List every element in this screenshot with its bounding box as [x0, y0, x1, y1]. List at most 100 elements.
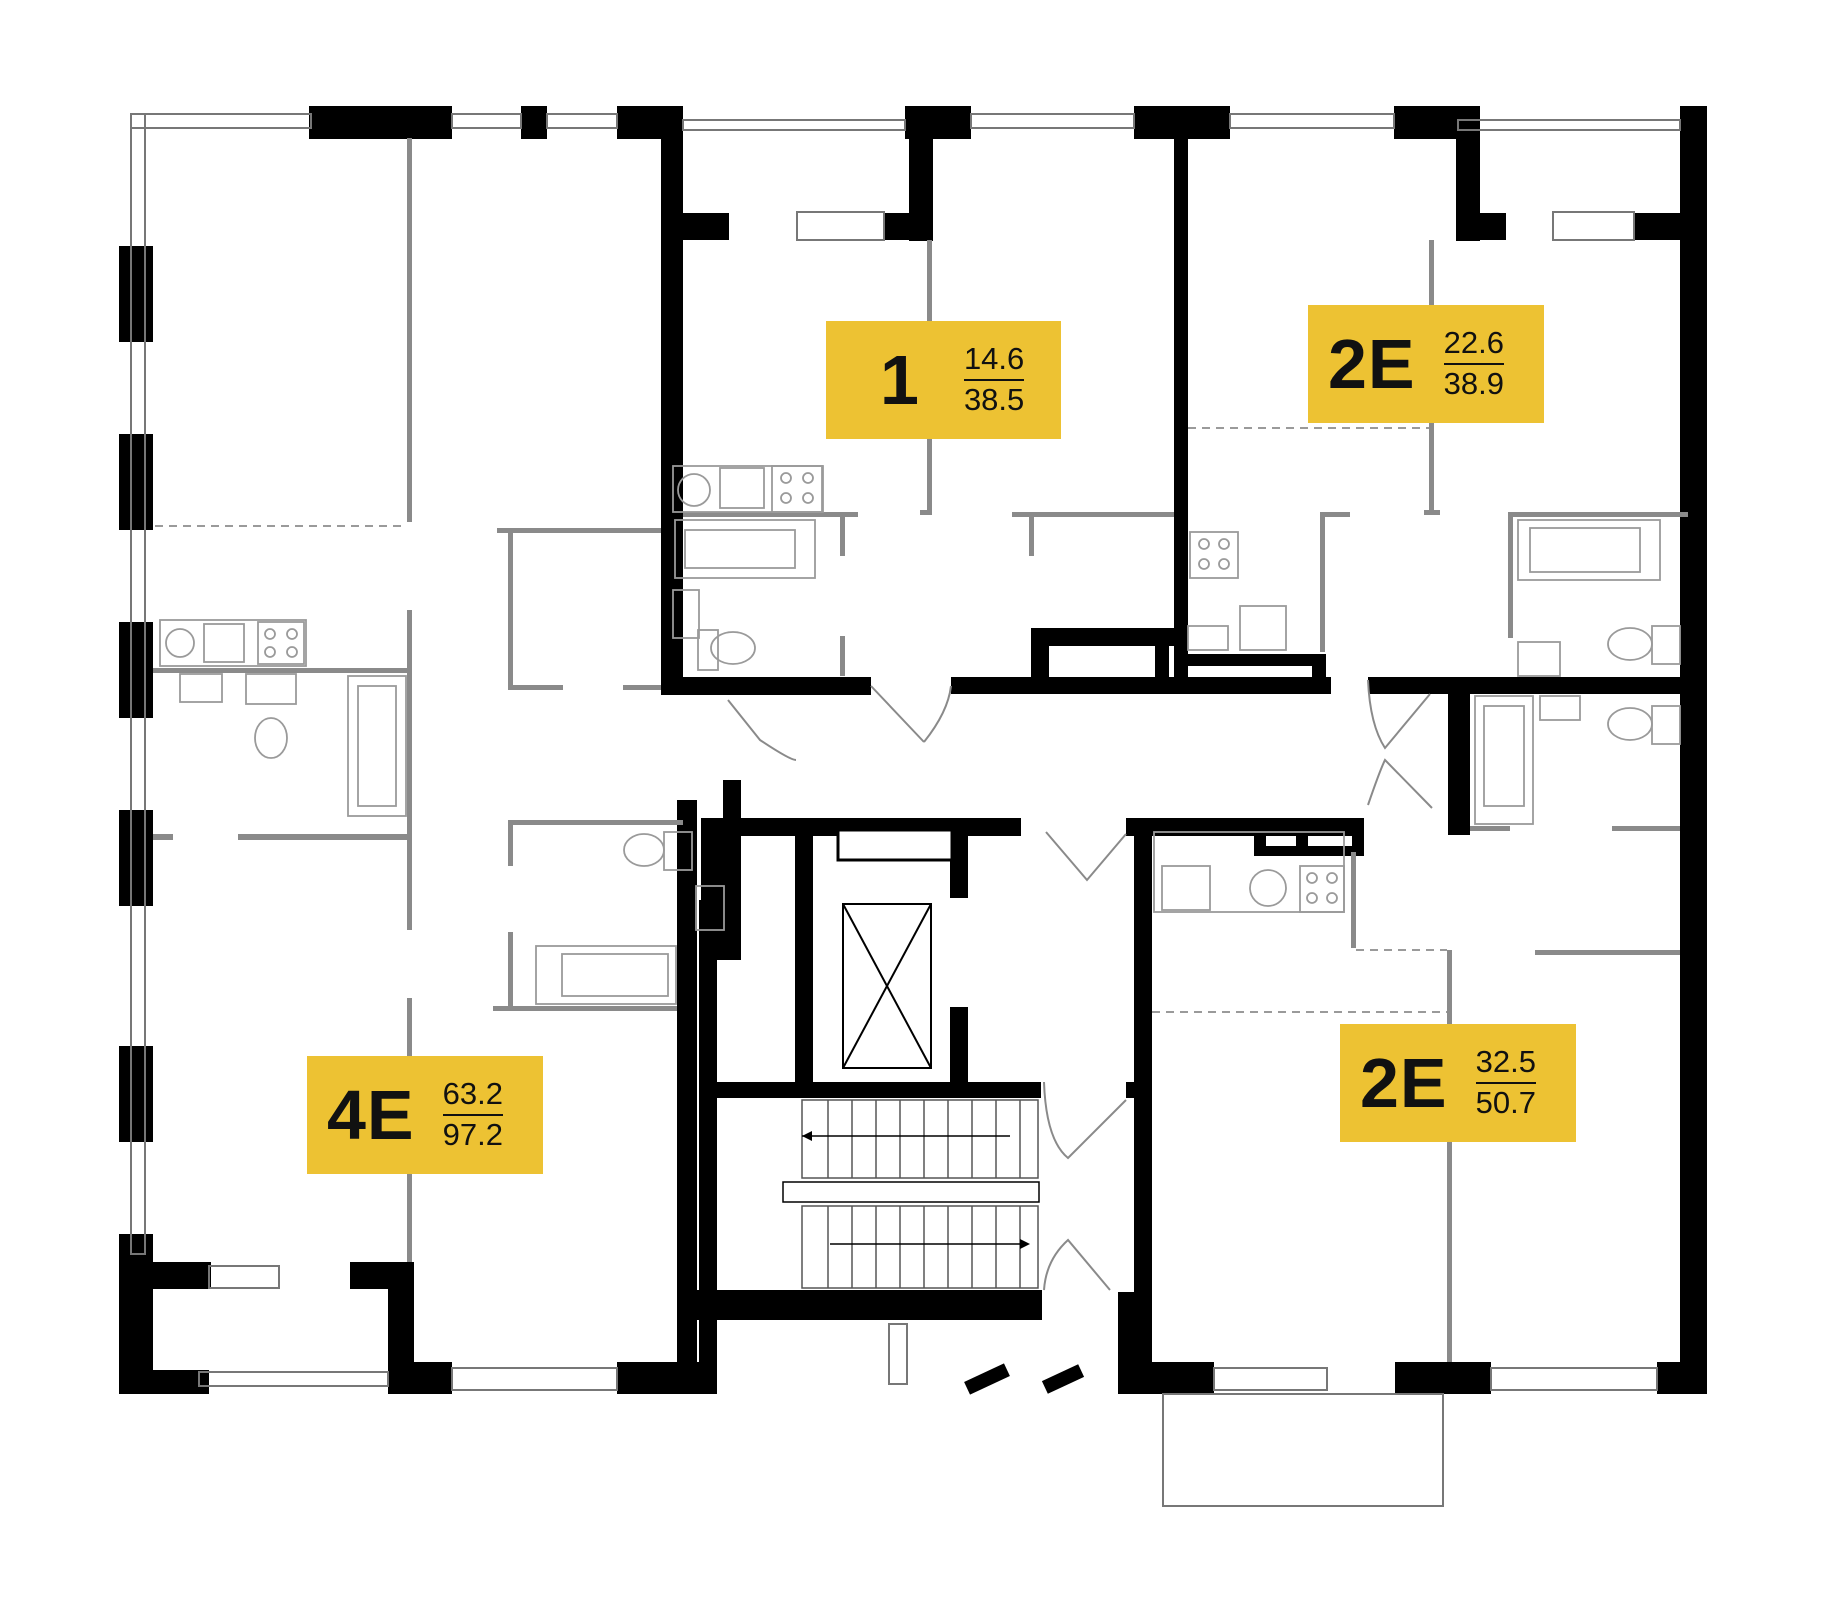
partition [1351, 852, 1356, 948]
door-swing [1367, 758, 1433, 809]
living-area: 14.6 [963, 343, 1025, 381]
wall-segment [309, 106, 452, 139]
wall-segment [1118, 1362, 1214, 1394]
wall-segment [1186, 654, 1324, 666]
partition [407, 610, 412, 930]
wall-segment [1296, 818, 1308, 854]
stair-flight [801, 1205, 1039, 1289]
wall-segment [119, 1234, 153, 1394]
wall-segment [1456, 213, 1506, 240]
burner [1326, 892, 1338, 904]
windows [130, 113, 1681, 1507]
bathtub-inner [1483, 705, 1525, 807]
wall-segment [699, 900, 717, 1394]
partition [407, 138, 412, 522]
bathtub-inner [561, 953, 669, 997]
partition [493, 1006, 677, 1011]
wall-segment [951, 677, 1331, 694]
wall-segment [1394, 106, 1458, 139]
wall-segment [1134, 106, 1230, 139]
burner [1306, 892, 1318, 904]
partition [840, 512, 845, 556]
sink-round [1249, 869, 1287, 907]
door-swing [870, 685, 952, 743]
window [1552, 211, 1635, 241]
burner [264, 628, 276, 640]
toilet-bowl [254, 717, 288, 759]
stair-flight [801, 1099, 1039, 1179]
living-area: 63.2 [442, 1078, 503, 1116]
washbasin [1539, 695, 1581, 721]
stair-arrowhead [1020, 1239, 1030, 1249]
elevator-door [836, 828, 954, 862]
door-swing [1043, 1081, 1127, 1160]
burner [1306, 872, 1318, 884]
toilet-tank [245, 673, 297, 705]
window [1213, 1367, 1328, 1391]
sink-round [165, 628, 195, 658]
partition [1535, 950, 1680, 955]
area-values: 63.2 97.2 [442, 1078, 503, 1152]
partition [508, 932, 513, 1009]
partition [1424, 510, 1440, 515]
sink [203, 623, 245, 663]
stair-arrowhead [802, 1131, 812, 1141]
window [130, 113, 312, 129]
total-area: 97.2 [442, 1117, 503, 1152]
sink [1161, 865, 1211, 911]
elevator [836, 828, 954, 1069]
ventilation [888, 1323, 908, 1385]
partition [623, 685, 661, 690]
stove [1189, 531, 1239, 579]
wall-segment [119, 1262, 211, 1289]
stove [771, 465, 823, 513]
wall-segment [677, 800, 697, 1393]
window [970, 113, 1135, 129]
partition [1320, 512, 1350, 517]
wall-segment [701, 818, 741, 900]
wall-segment [1442, 677, 1707, 694]
wall-segment [1254, 818, 1266, 854]
sink [719, 467, 765, 509]
washbasin [672, 589, 700, 639]
wall-segment [1254, 818, 1364, 830]
apartment-type: 2E [1328, 325, 1416, 403]
sink-round [677, 473, 711, 507]
wall-segment [1395, 1362, 1491, 1394]
bathtub [535, 945, 677, 1005]
apartment-label: 1 14.6 38.5 [826, 321, 1061, 439]
balcony [1162, 1393, 1444, 1507]
washbasin [1187, 625, 1229, 651]
burner [780, 472, 792, 484]
burner [1198, 558, 1210, 570]
window [682, 119, 906, 131]
wall-segment [119, 1370, 209, 1394]
window [796, 211, 885, 241]
wall-segment [1126, 1082, 1136, 1098]
wall-segment [1448, 818, 1470, 835]
total-area: 50.7 [1475, 1085, 1536, 1120]
toilet-bowl [1607, 707, 1653, 741]
burner [1218, 558, 1230, 570]
wall-segment [1254, 846, 1364, 856]
wall-segment [521, 106, 547, 139]
toilet-tank [1651, 705, 1681, 745]
partition [508, 820, 513, 866]
window [451, 113, 522, 129]
bathtub [347, 675, 407, 817]
living-area: 32.5 [1475, 1046, 1536, 1084]
partition [1012, 512, 1174, 517]
wall-segment [119, 810, 153, 906]
area-values: 32.5 50.7 [1475, 1046, 1536, 1120]
wall-segment [1312, 654, 1326, 694]
wall-segment [1041, 1364, 1085, 1394]
kitchen-counter [1153, 831, 1345, 913]
structural-walls [119, 106, 1707, 1395]
apartment-type: 1 [880, 341, 920, 419]
window [208, 1265, 280, 1289]
wall-segment [964, 1363, 1010, 1395]
wall-segment [1155, 628, 1169, 694]
apartment-type: 2E [1360, 1044, 1448, 1122]
bathtub [674, 519, 816, 579]
